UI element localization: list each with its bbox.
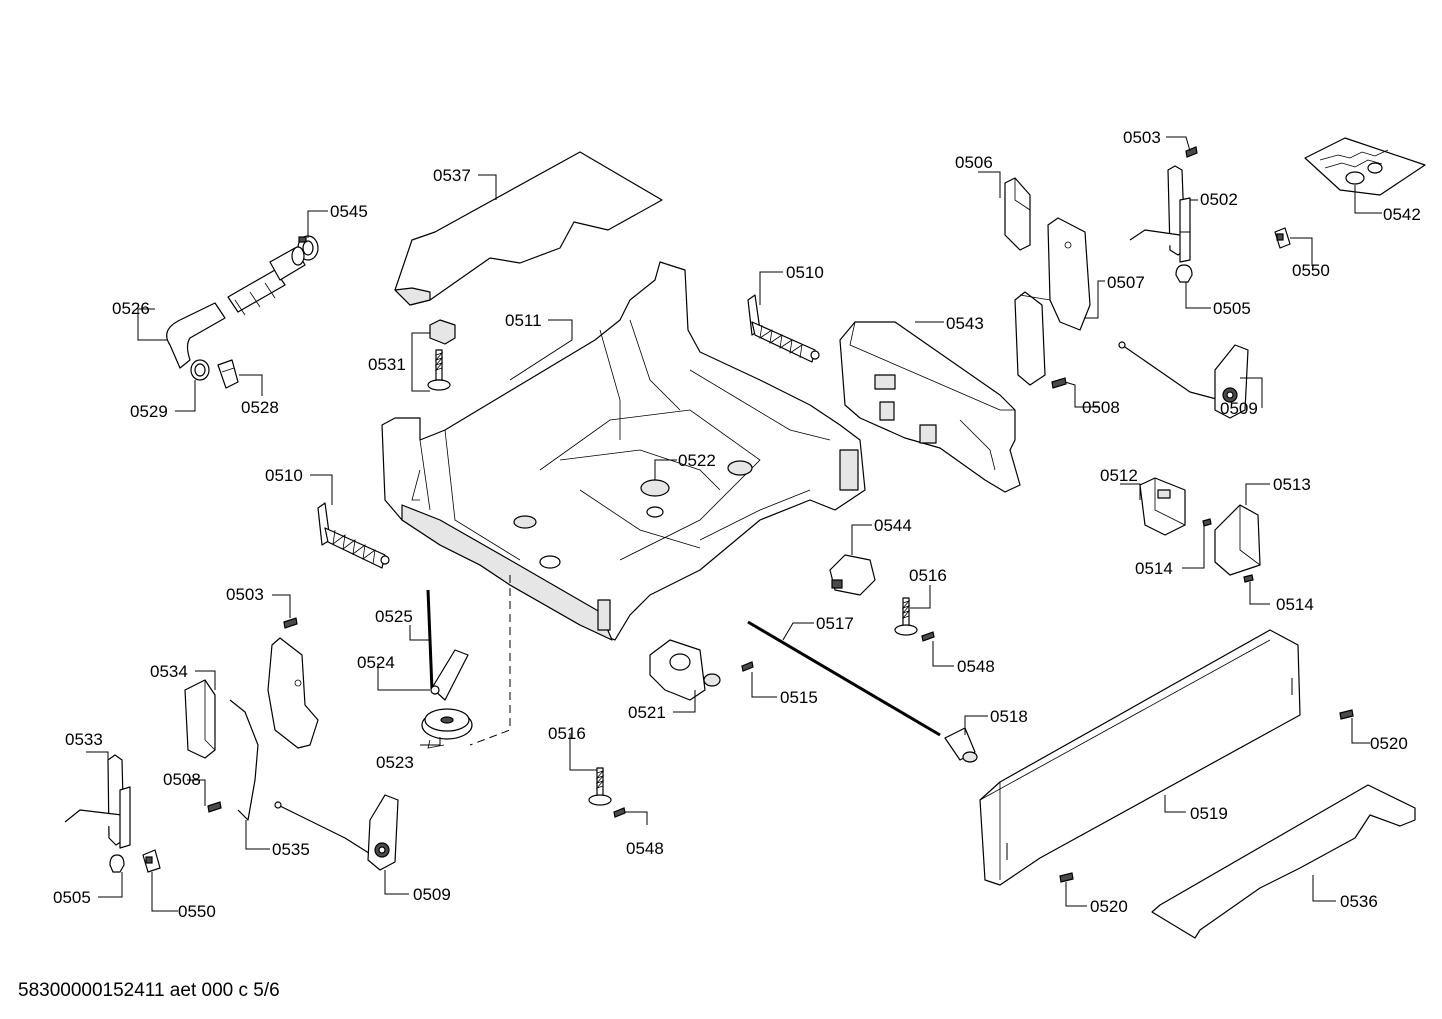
label-0550-top: 0550 [1292,261,1330,280]
label-0503-left: 0503 [226,585,264,604]
part-0502-bracket [1129,165,1191,263]
label-0503-top: 0503 [1123,128,1161,147]
part-labels: 0503 0506 0502 0542 0537 0545 0510 0550 … [53,128,1421,921]
assembly-guide-line [469,575,511,746]
label-0509-top: 0509 [1220,399,1258,418]
label-0524: 0524 [357,653,395,672]
part-0506-bracket [1004,177,1031,251]
label-0508-left: 0508 [163,770,201,789]
label-0544: 0544 [874,516,912,535]
label-0545: 0545 [330,202,368,221]
part-0505-clip-left [109,854,125,873]
label-0550-left: 0550 [178,902,216,921]
part-0544-valve [829,554,876,596]
label-0523: 0523 [376,753,414,772]
label-0534: 0534 [150,662,188,681]
part-0516-bolt-left [588,767,612,806]
part-0503-screw-top [1185,146,1198,158]
part-0550-clip-top [1274,227,1291,249]
label-0537: 0537 [433,166,471,185]
label-0502: 0502 [1200,190,1238,209]
part-0524-lever [430,649,469,701]
part-0516-bolt-right [894,597,918,636]
label-0533: 0533 [65,730,103,749]
label-0548-left: 0548 [626,839,664,858]
part-0515-screw [741,661,754,672]
label-0525: 0525 [375,607,413,626]
label-0548-right: 0548 [957,657,995,676]
part-0537-plate [394,151,663,306]
label-0507: 0507 [1107,273,1145,292]
label-0516-left: 0516 [548,724,586,743]
label-0520-bottom: 0520 [1090,897,1128,916]
part-0550-clip-left [142,849,161,873]
label-0522: 0522 [678,451,716,470]
label-0505-top: 0505 [1213,299,1251,318]
part-0517-rod [747,620,941,737]
part-0535-bracket [229,637,319,821]
label-0543: 0543 [946,314,984,333]
label-0535: 0535 [272,840,310,859]
label-0529: 0529 [130,402,168,421]
label-0531: 0531 [368,355,406,374]
label-0521: 0521 [628,703,666,722]
label-0505-left: 0505 [53,888,91,907]
label-0508-mid: 0508 [1082,398,1120,417]
part-0509-sensor-top [1118,341,1249,419]
part-0509-sensor-bottom [274,794,399,871]
part-0548-screws [613,631,935,818]
part-0536-bottom-strip [1151,784,1416,939]
part-0520-screws [1059,709,1354,883]
part-0534-cover [184,679,216,759]
label-0506: 0506 [955,153,993,172]
label-0519: 0519 [1190,804,1228,823]
label-0512: 0512 [1100,466,1138,485]
label-0520-right: 0520 [1370,734,1408,753]
label-0514-a: 0514 [1135,559,1173,578]
label-0528: 0528 [241,398,279,417]
label-0526: 0526 [112,299,150,318]
part-0523-impeller [421,708,473,749]
part-0543-control-housing [839,321,1021,493]
leader-lines [86,136,1382,912]
label-0536: 0536 [1340,892,1378,911]
part-0519-front-panel [979,629,1301,886]
part-0514-screws [1202,518,1254,583]
part-0542-screw-bag [1304,137,1426,196]
part-0510-spring-left [317,502,390,569]
part-0513-cover [1214,504,1261,576]
part-0529-ring-clamp [190,359,210,381]
label-0516-right: 0516 [909,566,947,585]
part-0533-bracket [64,754,131,849]
label-0509-bottom: 0509 [413,885,451,904]
label-0514-b: 0514 [1276,595,1314,614]
label-0518: 0518 [990,707,1028,726]
part-0511-base-tub [381,261,866,641]
part-0503-screw-left [283,617,298,629]
label-0511: 0511 [505,311,542,330]
label-0515: 0515 [780,688,818,707]
part-0522-seal [646,506,664,518]
document-reference-footer: 58300000152411 aet 000 c 5/6 [18,980,280,1001]
part-0508-screw-left [207,801,222,813]
part-0508-screw-mid [1051,377,1067,389]
part-0505-clip-top [1175,264,1193,283]
part-0512-bracket [1139,477,1186,536]
label-0542: 0542 [1383,205,1421,224]
part-0528-clip [217,359,239,389]
part-0518-knob [944,727,978,763]
label-0510-left: 0510 [265,466,303,485]
label-0513: 0513 [1273,475,1311,494]
part-0521-inlet-valve [649,639,721,701]
part-0507-bracket [1014,217,1091,386]
part-0510-spring-top [747,294,820,363]
label-0510-top: 0510 [786,263,824,282]
part-0526-hose [166,246,306,369]
part-0531-foot-bolt [427,319,456,391]
label-0517: 0517 [816,614,854,633]
